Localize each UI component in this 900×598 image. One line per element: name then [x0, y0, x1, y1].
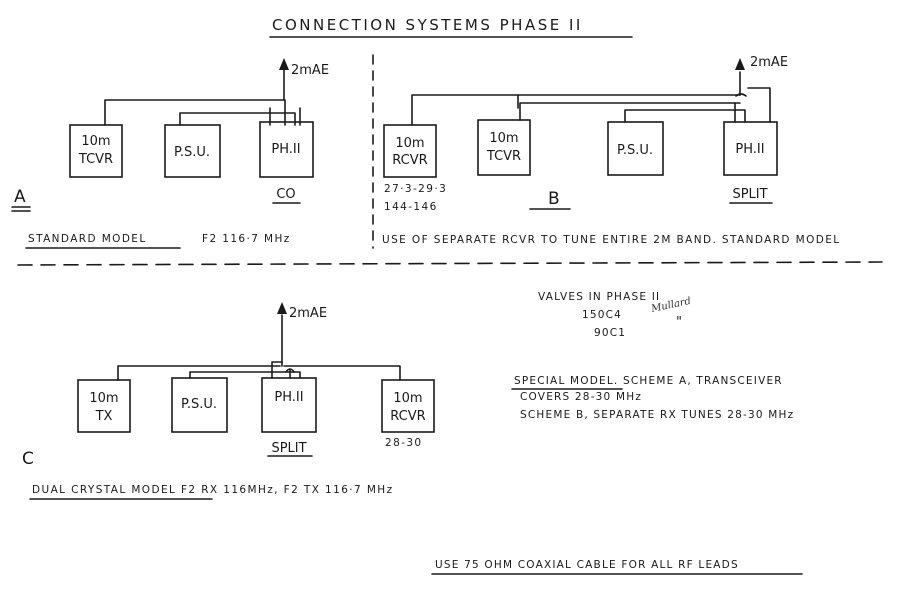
cable-b-crossover — [735, 93, 747, 97]
section-b-range1: 27·3-29·3 — [384, 183, 447, 195]
section-b-range2: 144-146 — [384, 201, 438, 213]
box-b-psu-label: P.S.U. — [617, 143, 653, 158]
box-b-ph2 — [723, 121, 778, 176]
section-a: 10m TCVR P.S.U. PH.II 2mAE A CO STANDARD… — [11, 58, 329, 249]
horizontal-divider — [17, 261, 883, 266]
section-a-letter: A — [14, 187, 26, 207]
special-line1: SPECIAL MODEL. SCHEME A, TRANSCEIVER — [514, 375, 783, 387]
box-b-rcvr-line2: RCVR — [392, 153, 427, 168]
aerial-c-arrow-icon — [277, 302, 287, 314]
aerial-a-label: 2mAE — [291, 63, 329, 78]
aerial-a-arrow-icon — [279, 58, 289, 70]
section-a-under-label: CO — [276, 187, 295, 202]
section-b-caption: USE OF SEPARATE RCVR TO TUNE ENTIRE 2M B… — [382, 234, 841, 246]
valves-heading: VALVES IN PHASE II — [538, 291, 660, 303]
box-c-tx-line2: TX — [95, 409, 113, 424]
cable-a-psu — [179, 112, 296, 126]
box-b-tcvr-line2: TCVR — [486, 149, 521, 164]
valves-note: VALVES IN PHASE II 150C4 90C1 Mullard " — [538, 291, 692, 339]
aerial-b-arrow-icon — [735, 58, 745, 70]
cable-b-rcvr-drop — [747, 87, 771, 123]
section-c-under-label: SPLIT — [271, 441, 306, 456]
box-c-psu — [171, 377, 228, 433]
box-b-rcvr — [383, 124, 437, 178]
special-line3: SCHEME B, SEPARATE RX TUNES 28-30 MHz — [520, 409, 794, 421]
box-c-rcvr-line1: 10m — [393, 391, 422, 406]
box-c-rcvr — [381, 379, 435, 433]
cable-c-stub — [271, 361, 283, 379]
box-a-ph2 — [259, 121, 314, 178]
cable-c-tx — [117, 365, 281, 381]
box-c-rcvr-line2: RCVR — [390, 409, 425, 424]
box-b-tcvr-line1: 10m — [489, 131, 518, 146]
section-c-range: 28-30 — [385, 437, 423, 449]
special-model-note: SPECIAL MODEL. SCHEME A, TRANSCEIVER COV… — [511, 375, 794, 421]
valves-line1: 150C4 — [582, 309, 622, 321]
section-b: 10m RCVR 10m TCVR P.S.U. PH.II 2mAE 27·3… — [382, 55, 841, 246]
section-c-letter: C — [22, 449, 34, 469]
section-c-caption: DUAL CRYSTAL MODEL F2 RX 116MHz, F2 TX 1… — [32, 484, 394, 496]
box-c-ph2 — [261, 377, 317, 433]
box-a-tcvr-line1: 10m — [81, 134, 110, 149]
valves-ditto: " — [676, 315, 682, 330]
box-c-tx-line1: 10m — [89, 391, 118, 406]
cable-b-rcvr-top — [411, 94, 741, 126]
box-c-tx — [77, 379, 131, 433]
section-a-caption-freq: F2 116·7 MHz — [202, 233, 291, 245]
section-b-letter: B — [548, 189, 560, 209]
aerial-b-label: 2mAE — [750, 55, 788, 70]
box-b-tcvr — [477, 119, 531, 176]
cable-c-crossover — [285, 368, 295, 373]
aerial-c-label: 2mAE — [289, 306, 327, 321]
box-a-psu — [164, 124, 221, 178]
section-c: 10m TX P.S.U. PH.II 10m RCVR 2mAE SPLIT … — [22, 302, 435, 500]
cable-b-psu — [624, 109, 746, 123]
box-b-rcvr-line1: 10m — [395, 136, 424, 151]
box-c-psu-label: P.S.U. — [181, 397, 217, 412]
box-a-psu-label: P.S.U. — [174, 145, 210, 160]
box-a-ph2-label: PH.II — [271, 142, 300, 157]
box-a-tcvr-line2: TCVR — [78, 152, 113, 167]
box-a-tcvr — [69, 124, 123, 178]
valves-line2: 90C1 — [594, 327, 626, 339]
cable-c-rcvr — [283, 365, 401, 381]
special-line2: COVERS 28-30 MHz — [520, 391, 642, 403]
box-b-psu — [607, 121, 664, 176]
footer-note: USE 75 OHM COAXIAL CABLE FOR ALL RF LEAD… — [435, 559, 739, 571]
box-b-ph2-label: PH.II — [735, 142, 764, 157]
cable-b-tcvr-top — [519, 102, 741, 121]
cable-c-psu — [189, 371, 301, 379]
box-c-ph2-label: PH.II — [274, 390, 303, 405]
section-b-under-label: SPLIT — [732, 187, 767, 202]
page-title: CONNECTION SYSTEMS PHASE II — [272, 16, 583, 34]
section-a-caption: STANDARD MODEL — [28, 233, 147, 245]
